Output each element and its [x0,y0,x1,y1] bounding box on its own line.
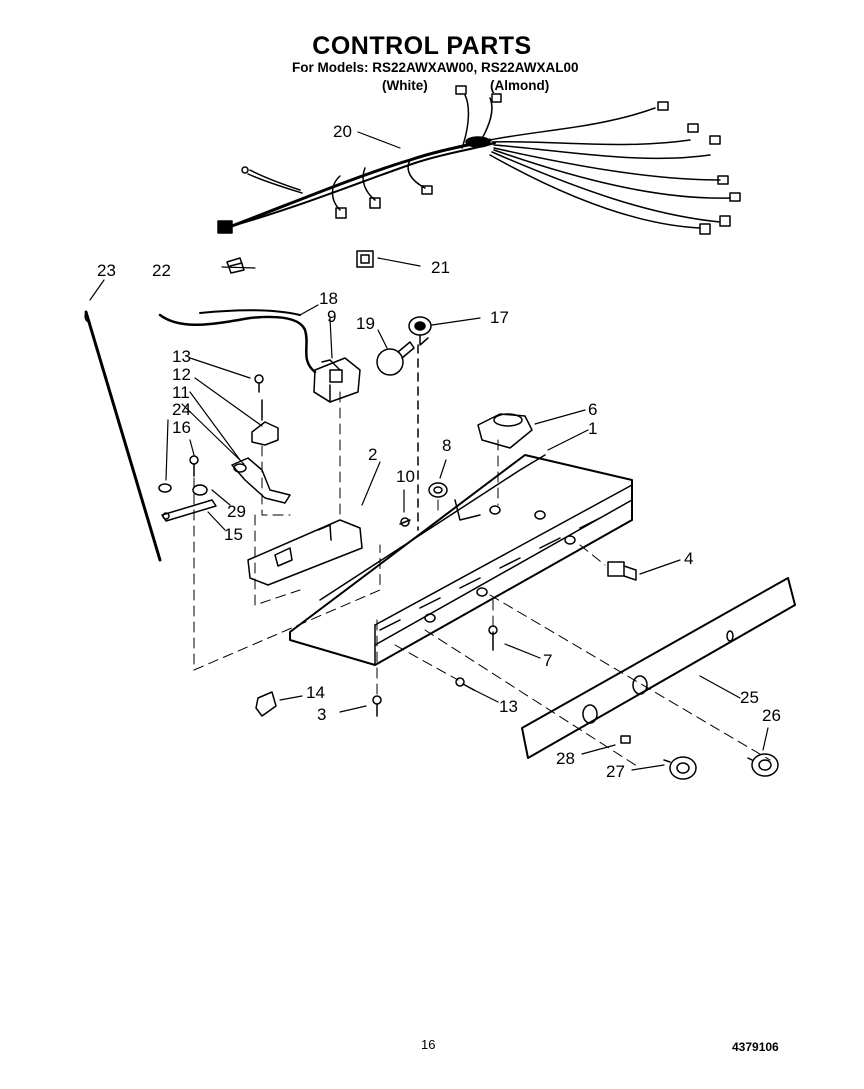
part-14-clip [255,691,277,717]
variant-white-label: (White) [382,78,428,93]
part-13-screw-upper [254,374,264,393]
part-26-knob [747,753,779,777]
callout-13-lower: 13 [499,697,518,716]
part-15-link [161,499,217,522]
callout-14: 14 [306,683,325,702]
part-28-spring [620,735,631,744]
document-number: 4379106 [732,1040,779,1054]
part-27-knob [663,756,697,780]
part-17-socket [408,316,432,531]
part-18-tube [158,309,317,374]
callout-19: 19 [356,314,375,333]
part-3-screw [372,695,382,717]
callout-27: 27 [606,762,625,781]
callout-11: 11 [172,383,190,402]
callout-13-upper: 13 [172,347,191,366]
part-7-screw [488,625,498,651]
callout-labels: 20 22 21 23 18 9 19 17 13 12 11 24 16 29… [97,122,781,781]
part-2-plate [247,519,363,586]
callout-3: 3 [317,705,326,724]
part-22-clip [226,257,245,274]
part-16-screw [189,455,199,477]
part-19-light-bulb [376,341,415,376]
callout-15: 15 [224,525,243,544]
part-24-washer [158,483,172,493]
callout-2: 2 [368,445,377,464]
page-title: CONTROL PARTS [312,32,532,60]
page-number: 16 [421,1037,436,1052]
callout-9: 9 [327,307,336,326]
variant-almond-label: (Almond) [490,78,550,93]
wiring-harness [217,85,741,235]
part-29-clip [192,484,208,496]
callout-7: 7 [543,651,552,670]
part-1-control-housing [289,454,633,666]
callout-25: 25 [740,688,759,707]
assembly-lines [193,391,771,769]
callout-12: 12 [172,365,191,384]
callout-26: 26 [762,706,781,725]
callout-1: 1 [588,419,597,438]
callout-10: 10 [396,467,415,486]
callout-21: 21 [431,258,450,277]
callout-8: 8 [442,436,451,455]
callout-22: 22 [152,261,171,280]
part-8-grommet [428,482,448,498]
part-23-rod [84,310,162,562]
part-9-thermostat [313,357,361,403]
part-21-clip [356,250,374,268]
models-line: For Models: RS22AWXAW00, RS22AWXAL00 [292,60,579,75]
callout-16: 16 [172,418,191,437]
callout-6: 6 [588,400,597,419]
callout-17: 17 [490,308,509,327]
callout-4: 4 [684,549,693,568]
callout-18: 18 [319,289,338,308]
callout-24: 24 [172,400,191,419]
callout-28: 28 [556,749,575,768]
part-25-control-panel [521,577,796,759]
part-4-switch [607,561,637,581]
part-10-screw [399,517,411,527]
callout-29: 29 [227,502,246,521]
part-6-defrost-timer [477,413,533,449]
callout-23: 23 [97,261,116,280]
leader-lines [89,131,769,771]
part-12-bracket [251,399,279,446]
callout-20: 20 [333,122,352,141]
part-11-damper-control [231,457,291,504]
